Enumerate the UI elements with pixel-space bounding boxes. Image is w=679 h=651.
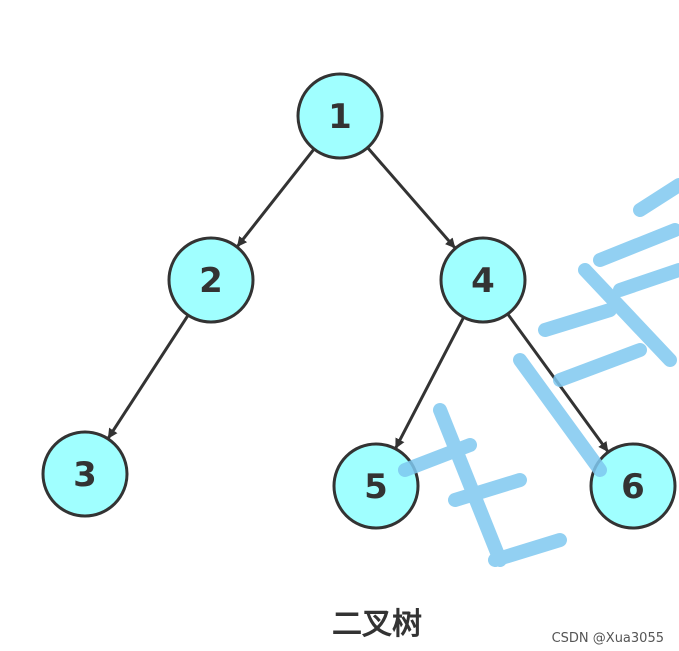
- tree-node-4: 4: [439, 236, 527, 324]
- edge-n1-n2: [236, 148, 316, 248]
- edge-n4-n5: [394, 316, 465, 449]
- tree-node-label: 6: [621, 467, 645, 507]
- tree-node-circle: [41, 430, 129, 518]
- tree-node-label: 3: [73, 455, 97, 495]
- tree-node-1: 1: [296, 72, 384, 160]
- tree-node-label: 2: [199, 261, 223, 301]
- tree-node-circle: [167, 236, 255, 324]
- edge-n1-n4: [366, 146, 456, 249]
- tree-node-label: 4: [471, 261, 495, 301]
- edge-n2-n3: [107, 314, 190, 439]
- tree-node-label: 1: [328, 97, 352, 137]
- tree-node-2: 2: [167, 236, 255, 324]
- tree-node-circle: [296, 72, 384, 160]
- tree-node-3: 3: [41, 430, 129, 518]
- tree-node-6: 6: [589, 442, 677, 530]
- tree-node-circle: [439, 236, 527, 324]
- csdn-credit: CSDN @Xua3055: [552, 631, 664, 646]
- tree-node-5: 5: [332, 442, 420, 530]
- tree-node-circle: [589, 442, 677, 530]
- tree-node-circle: [332, 442, 420, 530]
- tree-node-label: 5: [364, 467, 388, 507]
- watermark: [398, 178, 679, 567]
- nodes-layer: 1 2 4 3 5 6: [41, 72, 677, 530]
- diagram-caption: 二叉树: [332, 607, 422, 642]
